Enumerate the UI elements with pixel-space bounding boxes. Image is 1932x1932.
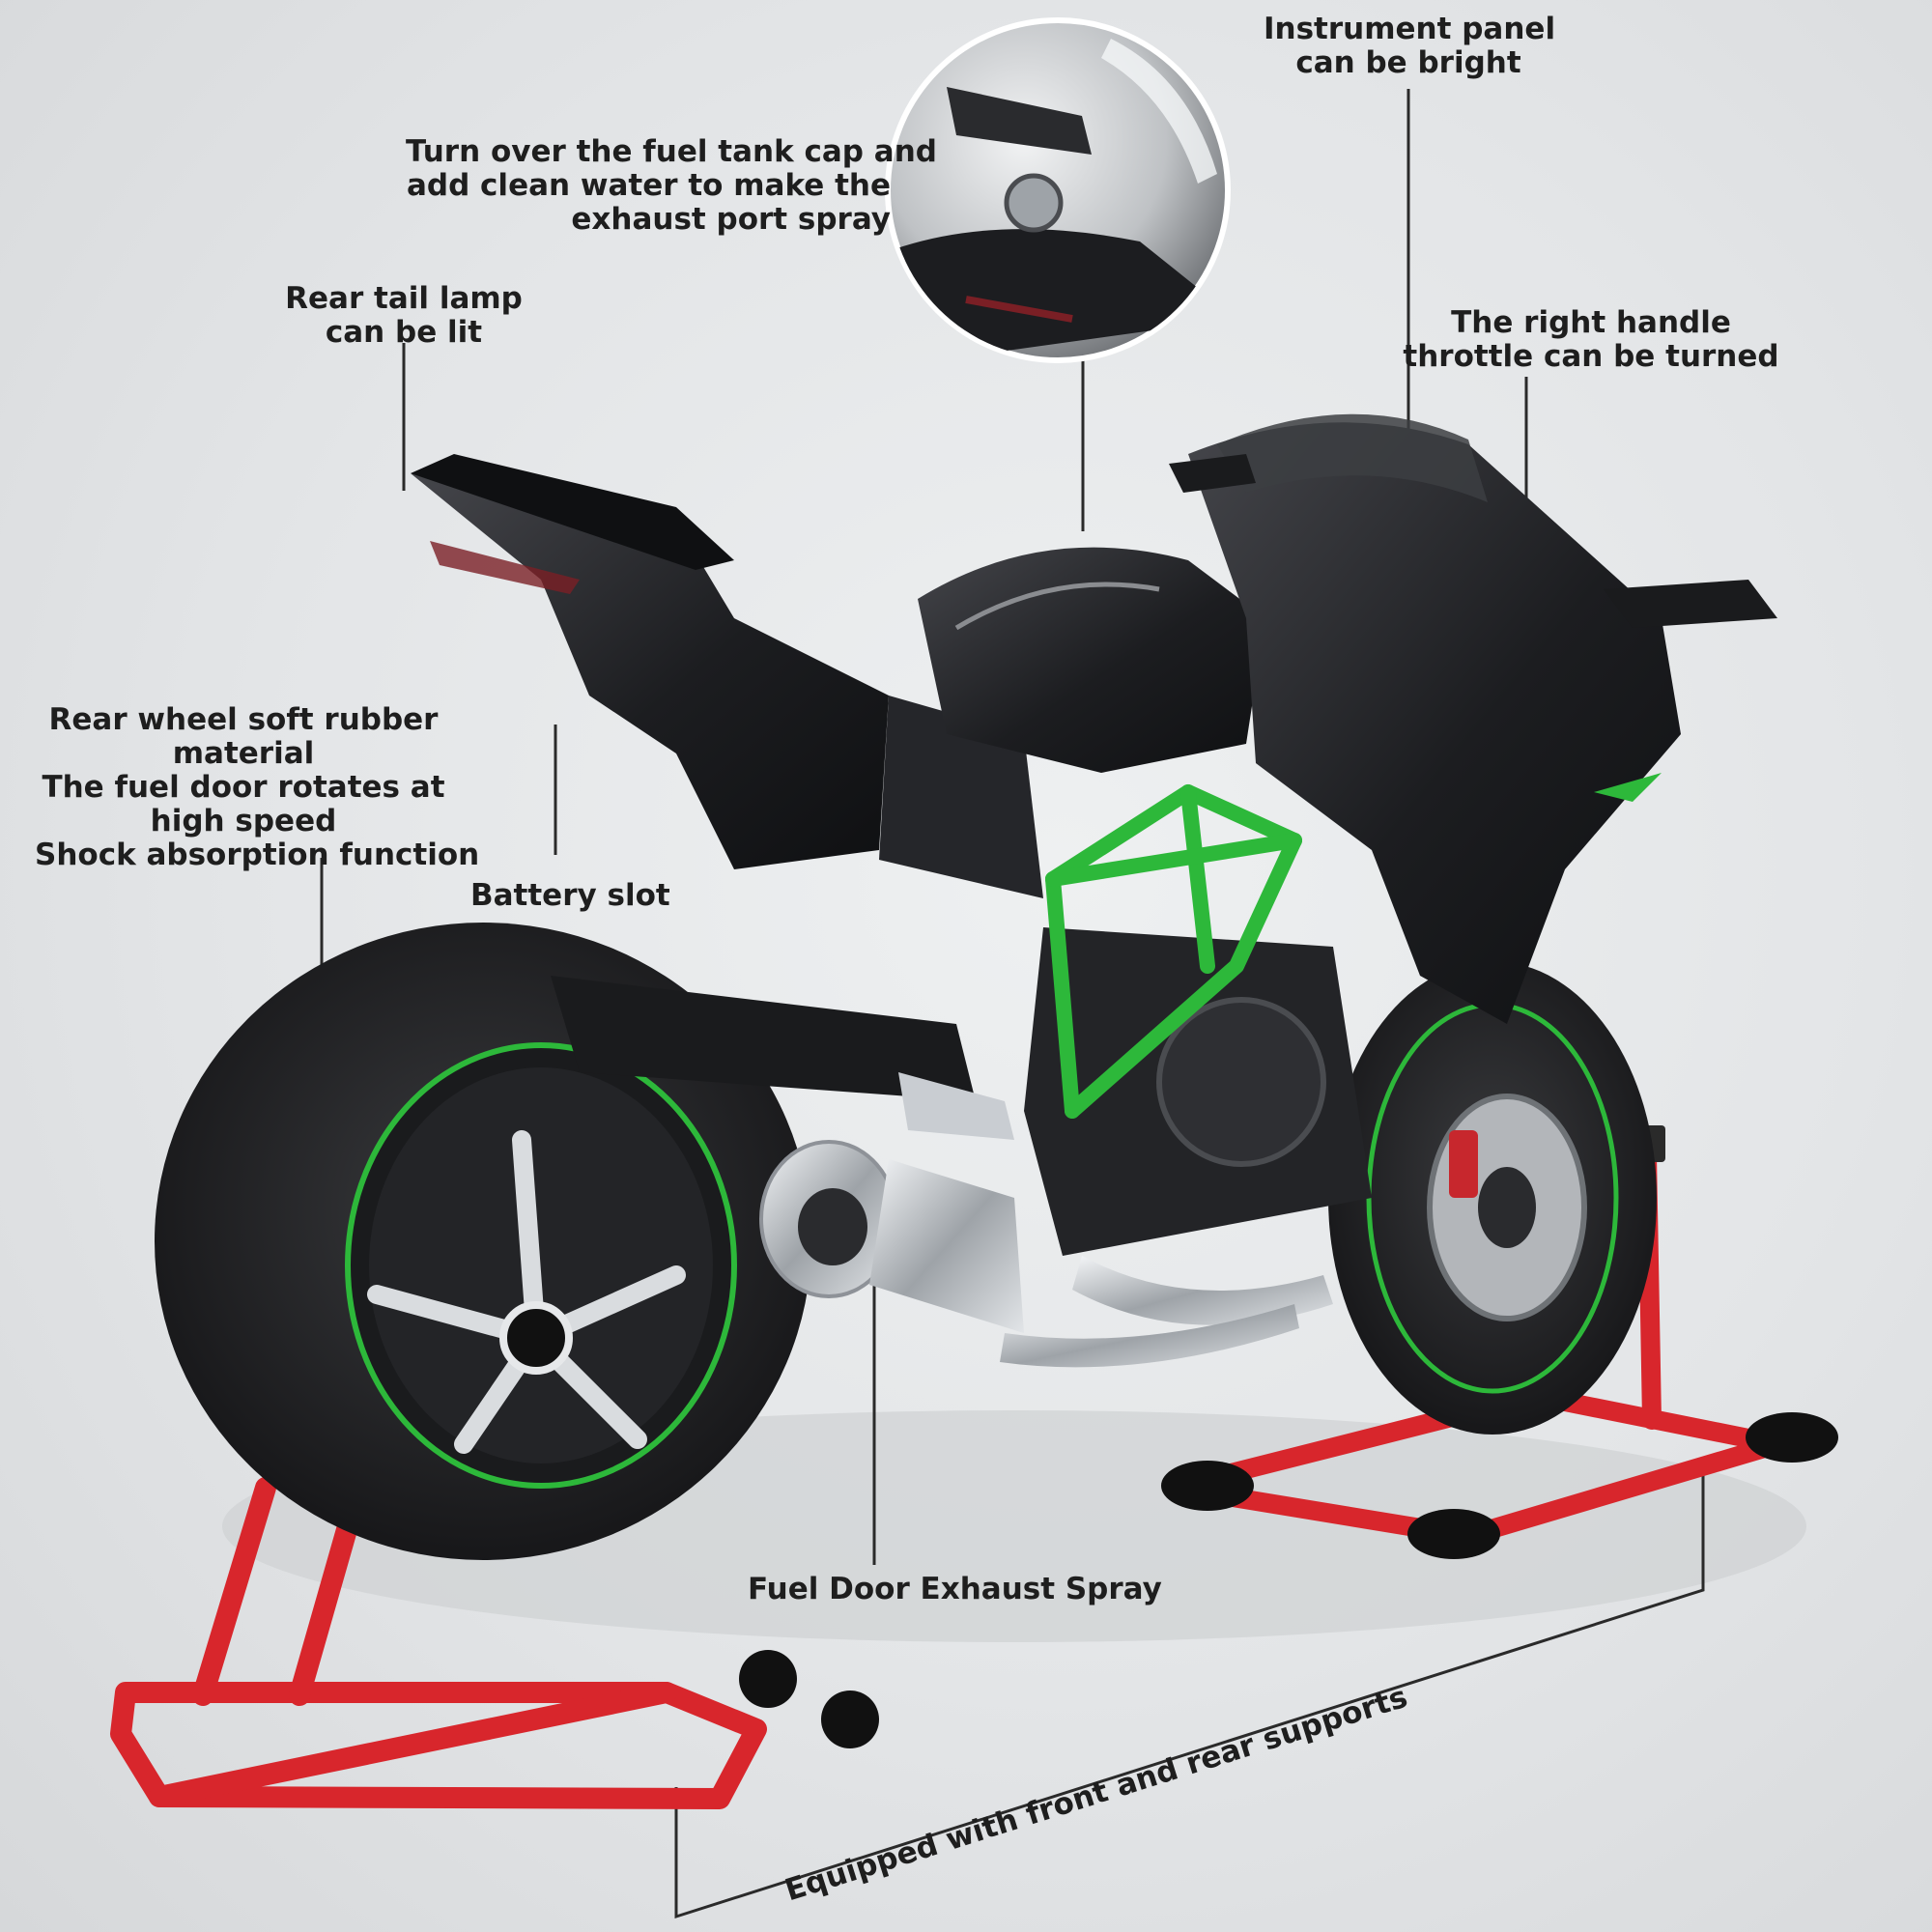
label-tail-lamp: Rear tail lamp can be lit <box>278 282 529 350</box>
label-instrument-panel-line-2: can be bright <box>1295 45 1521 80</box>
trellis-frame <box>1045 784 1302 1119</box>
label-fuel-tank-cap-line-3: exhaust port spray <box>571 202 891 237</box>
front-stand-foot-3 <box>1746 1412 1838 1463</box>
label-tail-lamp-line-1: Rear tail lamp <box>285 281 523 316</box>
label-rear-wheel: Rear wheel soft rubber material The fuel… <box>35 702 480 872</box>
rear-wheel <box>155 923 811 1560</box>
label-rear-wheel-line-3: The fuel door rotates at <box>42 770 445 805</box>
front-wheel <box>1328 961 1657 1435</box>
label-fuel-door-exhaust-text: Fuel Door Exhaust Spray <box>748 1572 1162 1606</box>
label-fuel-tank-cap: Turn over the fuel tank cap and add clea… <box>406 134 937 237</box>
label-instrument-panel: Instrument panel can be bright <box>1264 12 1556 80</box>
label-rear-wheel-line-1: Rear wheel soft rubber <box>48 702 439 737</box>
fuel-cap-inset <box>885 17 1231 363</box>
label-right-handle: The right handle throttle can be turned <box>1393 306 1789 374</box>
label-right-handle-line-2: throttle can be turned <box>1403 339 1779 374</box>
label-instrument-panel-line-1: Instrument panel <box>1264 12 1556 46</box>
label-rear-wheel-line-2: material <box>172 736 315 771</box>
front-stand-foot-2 <box>1407 1509 1500 1559</box>
label-fuel-tank-cap-line-2: add clean water to make the <box>406 168 891 203</box>
label-tail-lamp-line-2: can be lit <box>325 315 483 350</box>
label-right-handle-line-1: The right handle <box>1451 305 1731 340</box>
bodywork <box>411 413 1777 1025</box>
exhaust <box>759 1072 1024 1333</box>
swingarm <box>551 976 976 1101</box>
label-battery-slot: Battery slot <box>470 879 670 913</box>
label-fuel-door-exhaust: Fuel Door Exhaust Spray <box>748 1573 1162 1606</box>
rear-stand-roller-right <box>821 1690 879 1748</box>
engine <box>1000 927 1372 1368</box>
label-fuel-tank-cap-line-1: Turn over the fuel tank cap and <box>406 134 937 169</box>
label-battery-slot-text: Battery slot <box>470 878 670 913</box>
label-rear-wheel-line-5: Shock absorption function <box>35 838 480 872</box>
label-rear-wheel-line-4: high speed <box>150 804 337 838</box>
rear-stand-roller-left <box>739 1650 797 1708</box>
front-stand-foot-1 <box>1161 1461 1254 1511</box>
